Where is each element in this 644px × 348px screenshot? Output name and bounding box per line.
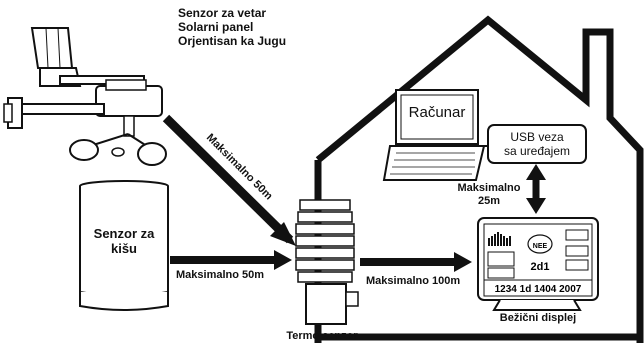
wind-sensor-label: Senzor za vetar Solarni panel Orjentisan… (178, 6, 286, 48)
arrow-pc-to-display (526, 164, 546, 214)
label-rain-to-thermo: Maksimalno 50m (176, 269, 265, 281)
computer-label: Računar (408, 104, 466, 121)
wind-sensor-label-line1: Senzor za vetar (178, 6, 267, 20)
usb-label-line1: USB veza (510, 130, 564, 144)
rain-sensor-label: Senzor za kišu (80, 226, 168, 257)
arrow-thermo-to-display (360, 252, 472, 272)
wind-sensor-icon (3, 27, 167, 166)
thermo-sensor-icon (295, 199, 359, 325)
label-pc-to-display: Maksimalno 25m (444, 182, 534, 208)
thermo-sensor-label: Termo senzor (286, 330, 358, 342)
rain-sensor-icon (79, 180, 169, 311)
display-screen-digits: 1234 1d 1404 2007 (495, 284, 582, 295)
display-label: Bežični displej (499, 312, 577, 324)
usb-connection-box (487, 124, 587, 164)
wind-sensor-label-line3: Orjentisan ka Jugu (178, 34, 287, 49)
rain-sensor-label-line1: Senzor za (93, 226, 155, 241)
label-pc-to-display-line1: Maksimalno (457, 182, 521, 194)
wind-sensor-label-line2: Solarni panel (178, 20, 254, 35)
display-screen-mid: 2d1 (531, 261, 550, 273)
arrow-wind-to-thermo (162, 114, 296, 246)
display-screen-center: NEE (533, 243, 548, 250)
usb-label: USB veza sa uređajem (488, 130, 586, 158)
rain-sensor-label-line2: kišu (110, 241, 137, 257)
label-pc-to-display-line2: 25m (477, 194, 501, 207)
laptop-icon (382, 89, 494, 181)
wireless-display-icon: NEE 2d1 1234 1d 1404 2007 (477, 217, 599, 311)
arrow-rain-to-thermo (170, 250, 292, 270)
label-thermo-to-display: Maksimalno 100m (366, 275, 461, 287)
usb-label-line2: sa uređajem (503, 144, 571, 159)
